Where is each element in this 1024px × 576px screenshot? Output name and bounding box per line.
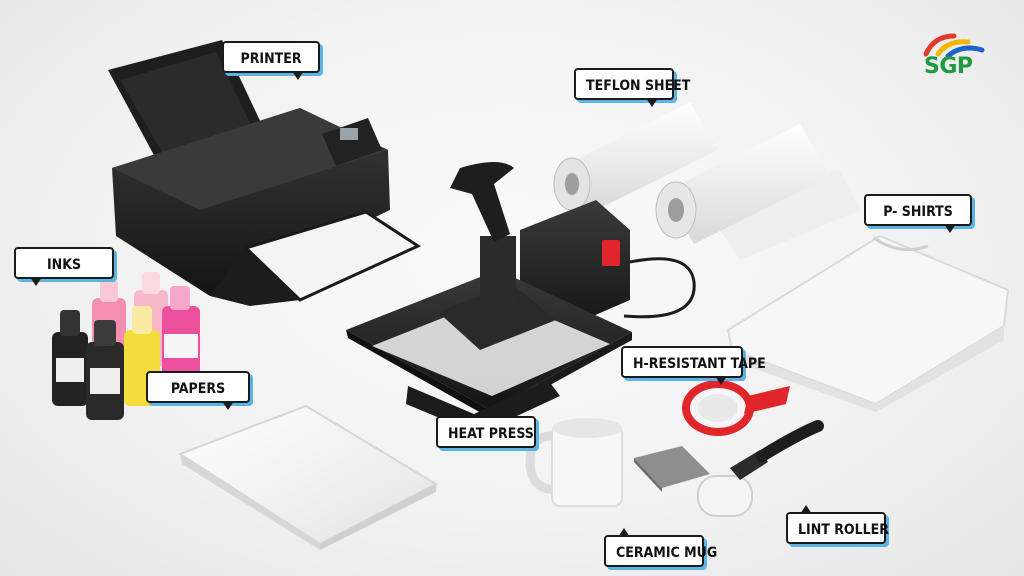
inks-label: INKS bbox=[14, 247, 114, 286]
tape-roll-illustration bbox=[682, 380, 790, 436]
heat-press-illustration bbox=[346, 162, 696, 434]
metal-sheet-illustration bbox=[634, 446, 710, 492]
printer-illustration bbox=[108, 40, 422, 306]
heat-press-label: HEAT PRESS bbox=[436, 409, 536, 448]
lint-roller-illustration bbox=[697, 420, 824, 517]
teflon-sheet-illustration bbox=[553, 102, 860, 260]
sgp-logo: SGP bbox=[918, 30, 988, 86]
sgp-logo-arcs-icon bbox=[923, 33, 985, 59]
lint-roller-label: LINT ROLLER bbox=[786, 505, 889, 544]
papers-label: PAPERS bbox=[146, 371, 250, 410]
sgp-logo-text: SGP bbox=[924, 54, 973, 79]
printer-label: PRINTER bbox=[222, 41, 320, 80]
t-shirt-illustration bbox=[726, 234, 1010, 412]
ceramic-mug-label: CERAMIC MUG bbox=[604, 528, 717, 567]
heat-resistant-tape-label: H-RESISTANT TAPE bbox=[621, 346, 766, 385]
ink-bottles-illustration bbox=[52, 272, 200, 420]
p-shirts-label: P- SHIRTS bbox=[864, 194, 972, 233]
ceramic-mug-illustration bbox=[525, 418, 623, 507]
teflon-sheet-label: TEFLON SHEET bbox=[574, 68, 690, 107]
paper-stack-illustration bbox=[177, 404, 439, 550]
